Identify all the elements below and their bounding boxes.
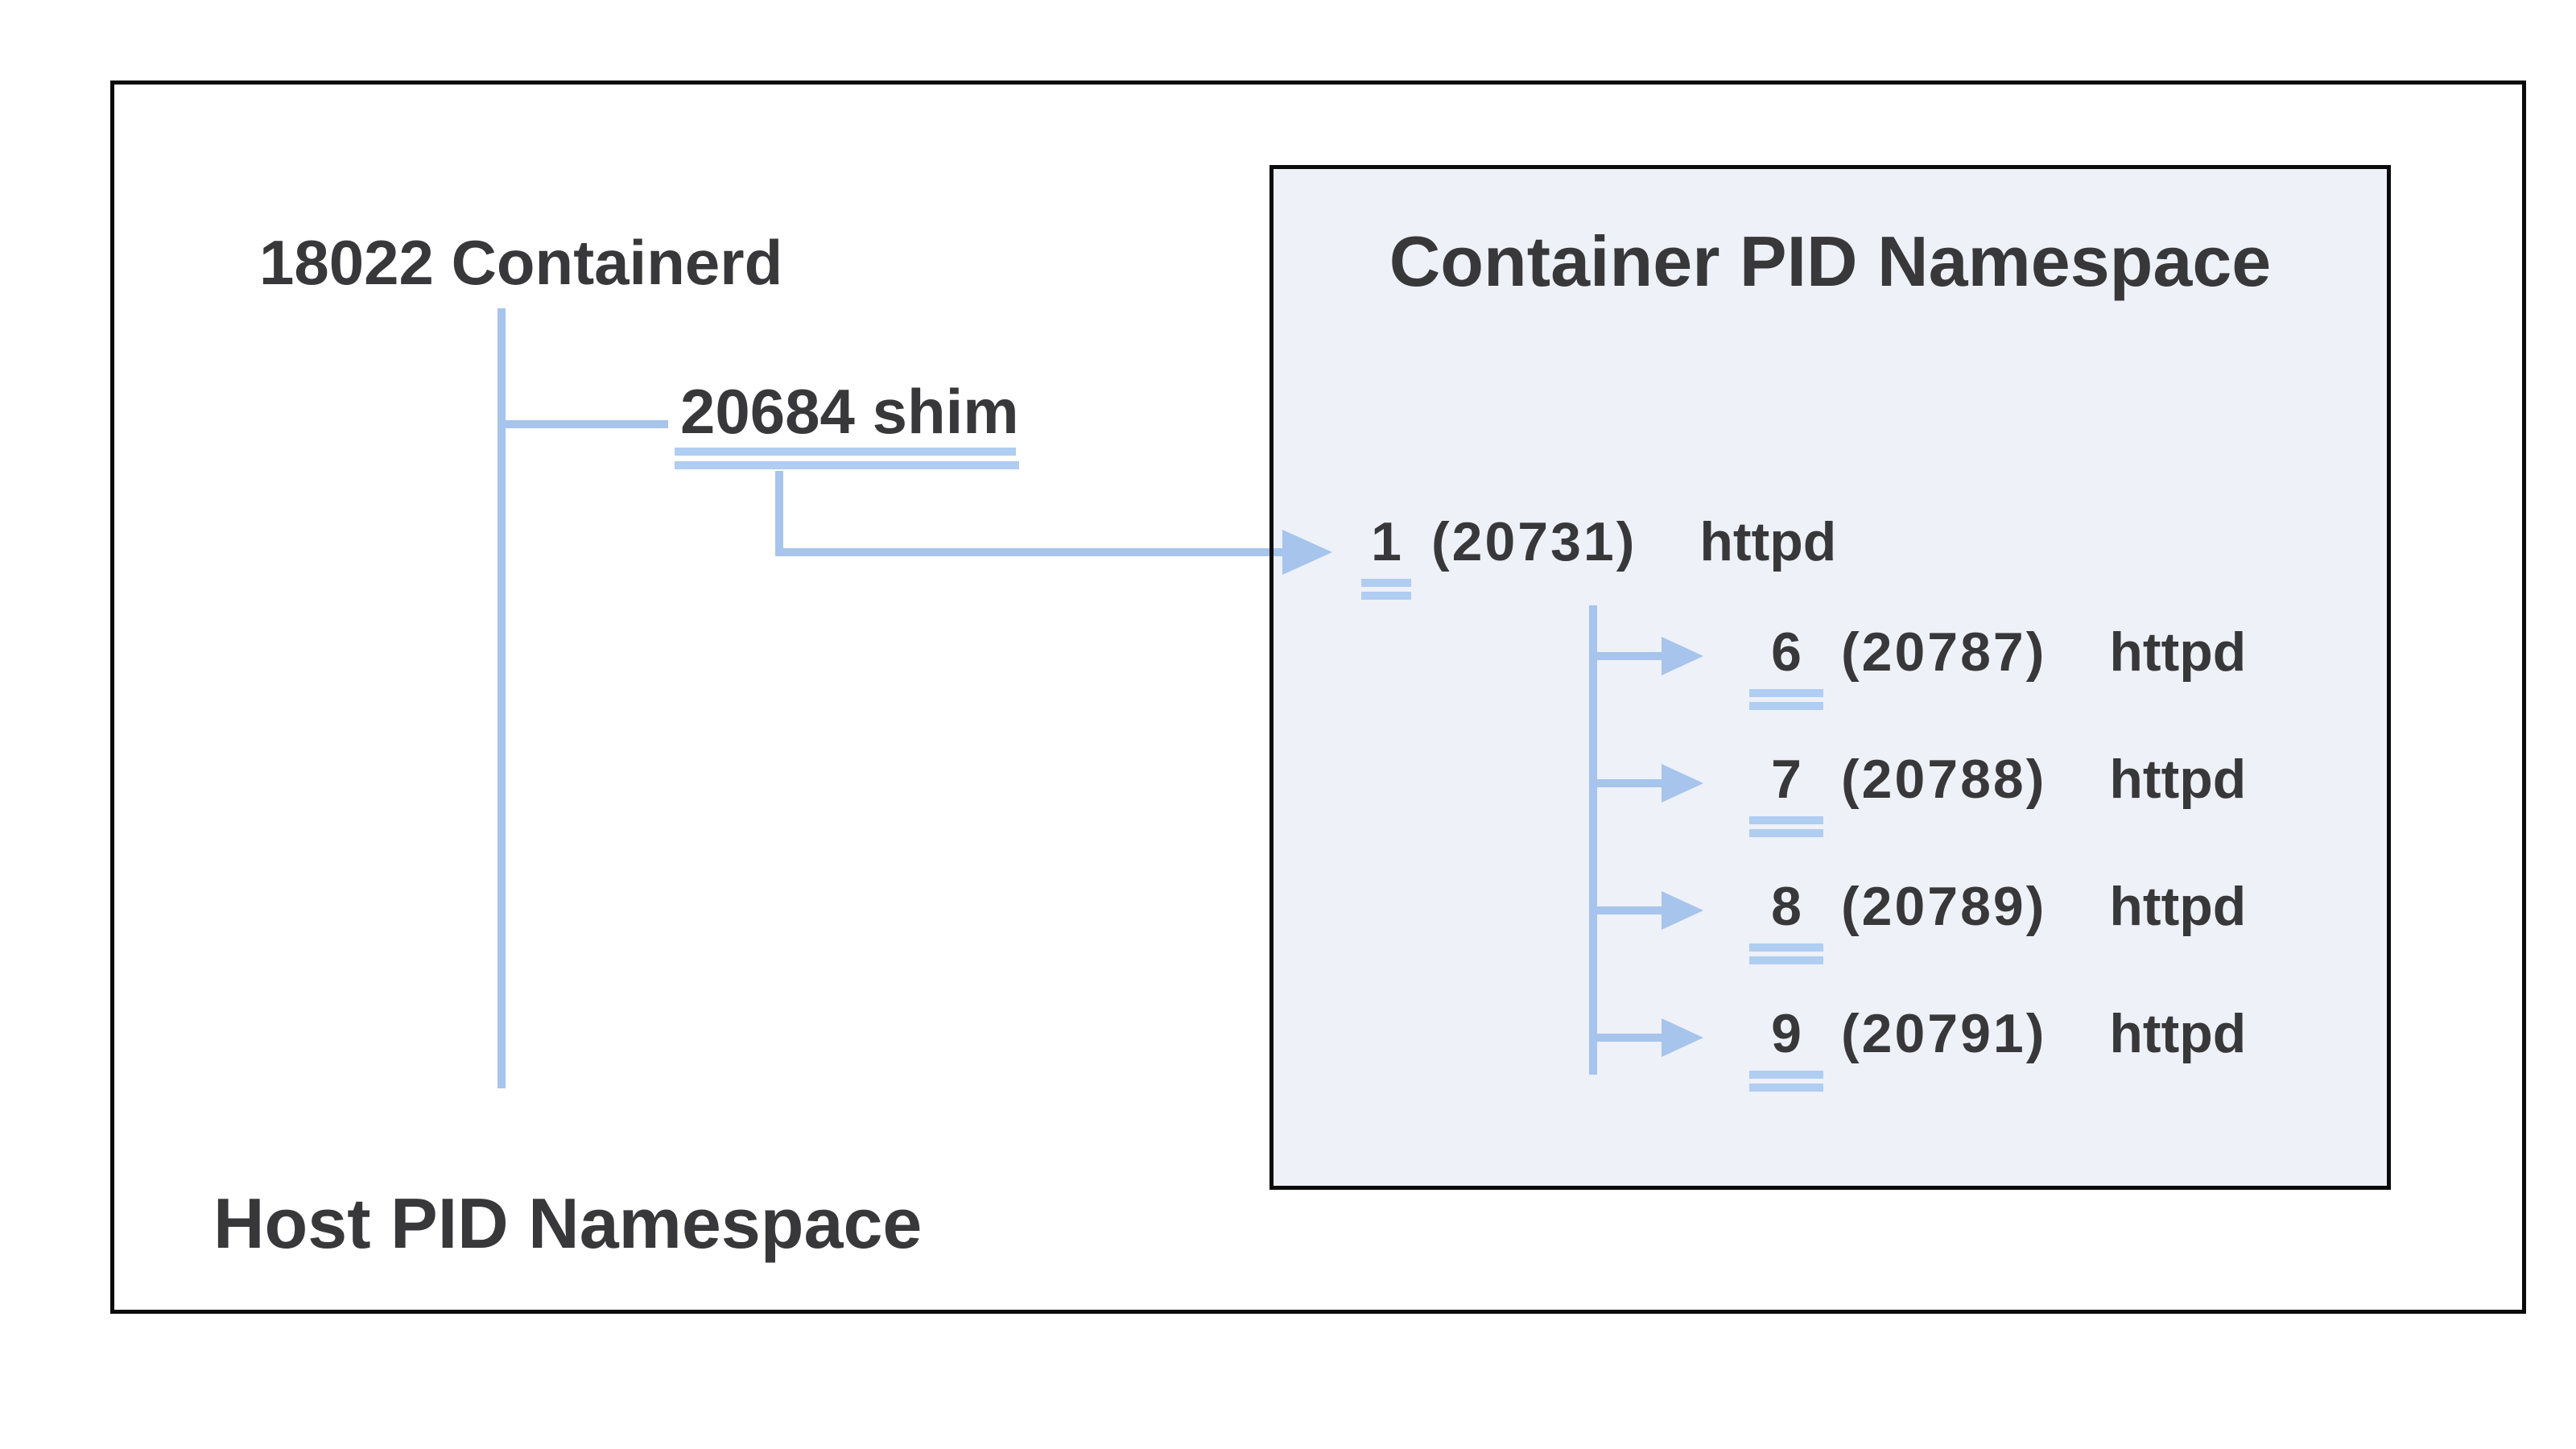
containerd-trunk-line <box>497 308 506 1088</box>
process-name: httpd <box>1699 511 1837 572</box>
host-pid-value: (20787) <box>1841 621 2047 683</box>
process-row: 9 (20791) httpd <box>1749 1003 2247 1092</box>
containerd-to-shim-line <box>497 420 668 428</box>
child-branch-arrowhead-icon <box>1662 637 1703 675</box>
shim-arrow-vertical-line <box>775 471 783 556</box>
child-branch-line <box>1589 1034 1662 1042</box>
process-row: 8 (20789) httpd <box>1749 876 2247 964</box>
process-row: 7 (20788) httpd <box>1749 749 2247 837</box>
ns-pid-underlined: 8 <box>1749 876 1823 964</box>
ns-pid-underlined: 9 <box>1749 1003 1823 1092</box>
shim-underline-top <box>675 448 1016 456</box>
httpd-children-trunk-line <box>1589 605 1597 1075</box>
containerd-process-label: 18022 Containerd <box>259 227 783 298</box>
child-branch-line <box>1589 652 1662 660</box>
host-namespace-label: Host PID Namespace <box>213 1183 923 1263</box>
ns-pid-value: 8 <box>1771 876 1802 937</box>
host-pid-value: (20731) <box>1431 511 1637 572</box>
host-pid-value: (20788) <box>1841 749 2047 810</box>
ns-pid-value: 1 <box>1371 511 1402 572</box>
ns-pid-value: 6 <box>1771 621 1802 683</box>
ns-pid-value: 7 <box>1771 749 1802 810</box>
ns-pid-underlined: 7 <box>1749 749 1823 837</box>
shim-process-label: 20684 shim <box>680 376 1019 447</box>
process-row: 6 (20787) httpd <box>1749 621 2247 710</box>
process-row: 1 (20731) httpd <box>1361 511 1837 600</box>
ns-pid-value: 9 <box>1771 1003 1802 1064</box>
process-name: httpd <box>2109 876 2247 937</box>
process-name: httpd <box>2109 621 2247 683</box>
shim-arrow-horizontal-line <box>775 548 1282 556</box>
container-namespace-box <box>1269 165 2391 1190</box>
ns-pid-underlined: 1 <box>1361 511 1411 600</box>
process-name: httpd <box>2109 749 2247 810</box>
child-branch-arrowhead-icon <box>1662 1018 1703 1057</box>
child-branch-arrowhead-icon <box>1662 764 1703 803</box>
host-pid-value: (20789) <box>1841 876 2047 937</box>
child-branch-line <box>1589 779 1662 787</box>
child-branch-arrowhead-icon <box>1662 891 1703 930</box>
shim-underline-bottom <box>675 461 1019 469</box>
child-branch-line <box>1589 906 1662 914</box>
ns-pid-underlined: 6 <box>1749 625 1823 710</box>
container-namespace-title: Container PID Namespace <box>1389 221 2272 301</box>
shim-to-container-arrowhead-icon <box>1282 530 1332 575</box>
host-pid-value: (20791) <box>1841 1003 2047 1064</box>
process-name: httpd <box>2109 1003 2247 1064</box>
